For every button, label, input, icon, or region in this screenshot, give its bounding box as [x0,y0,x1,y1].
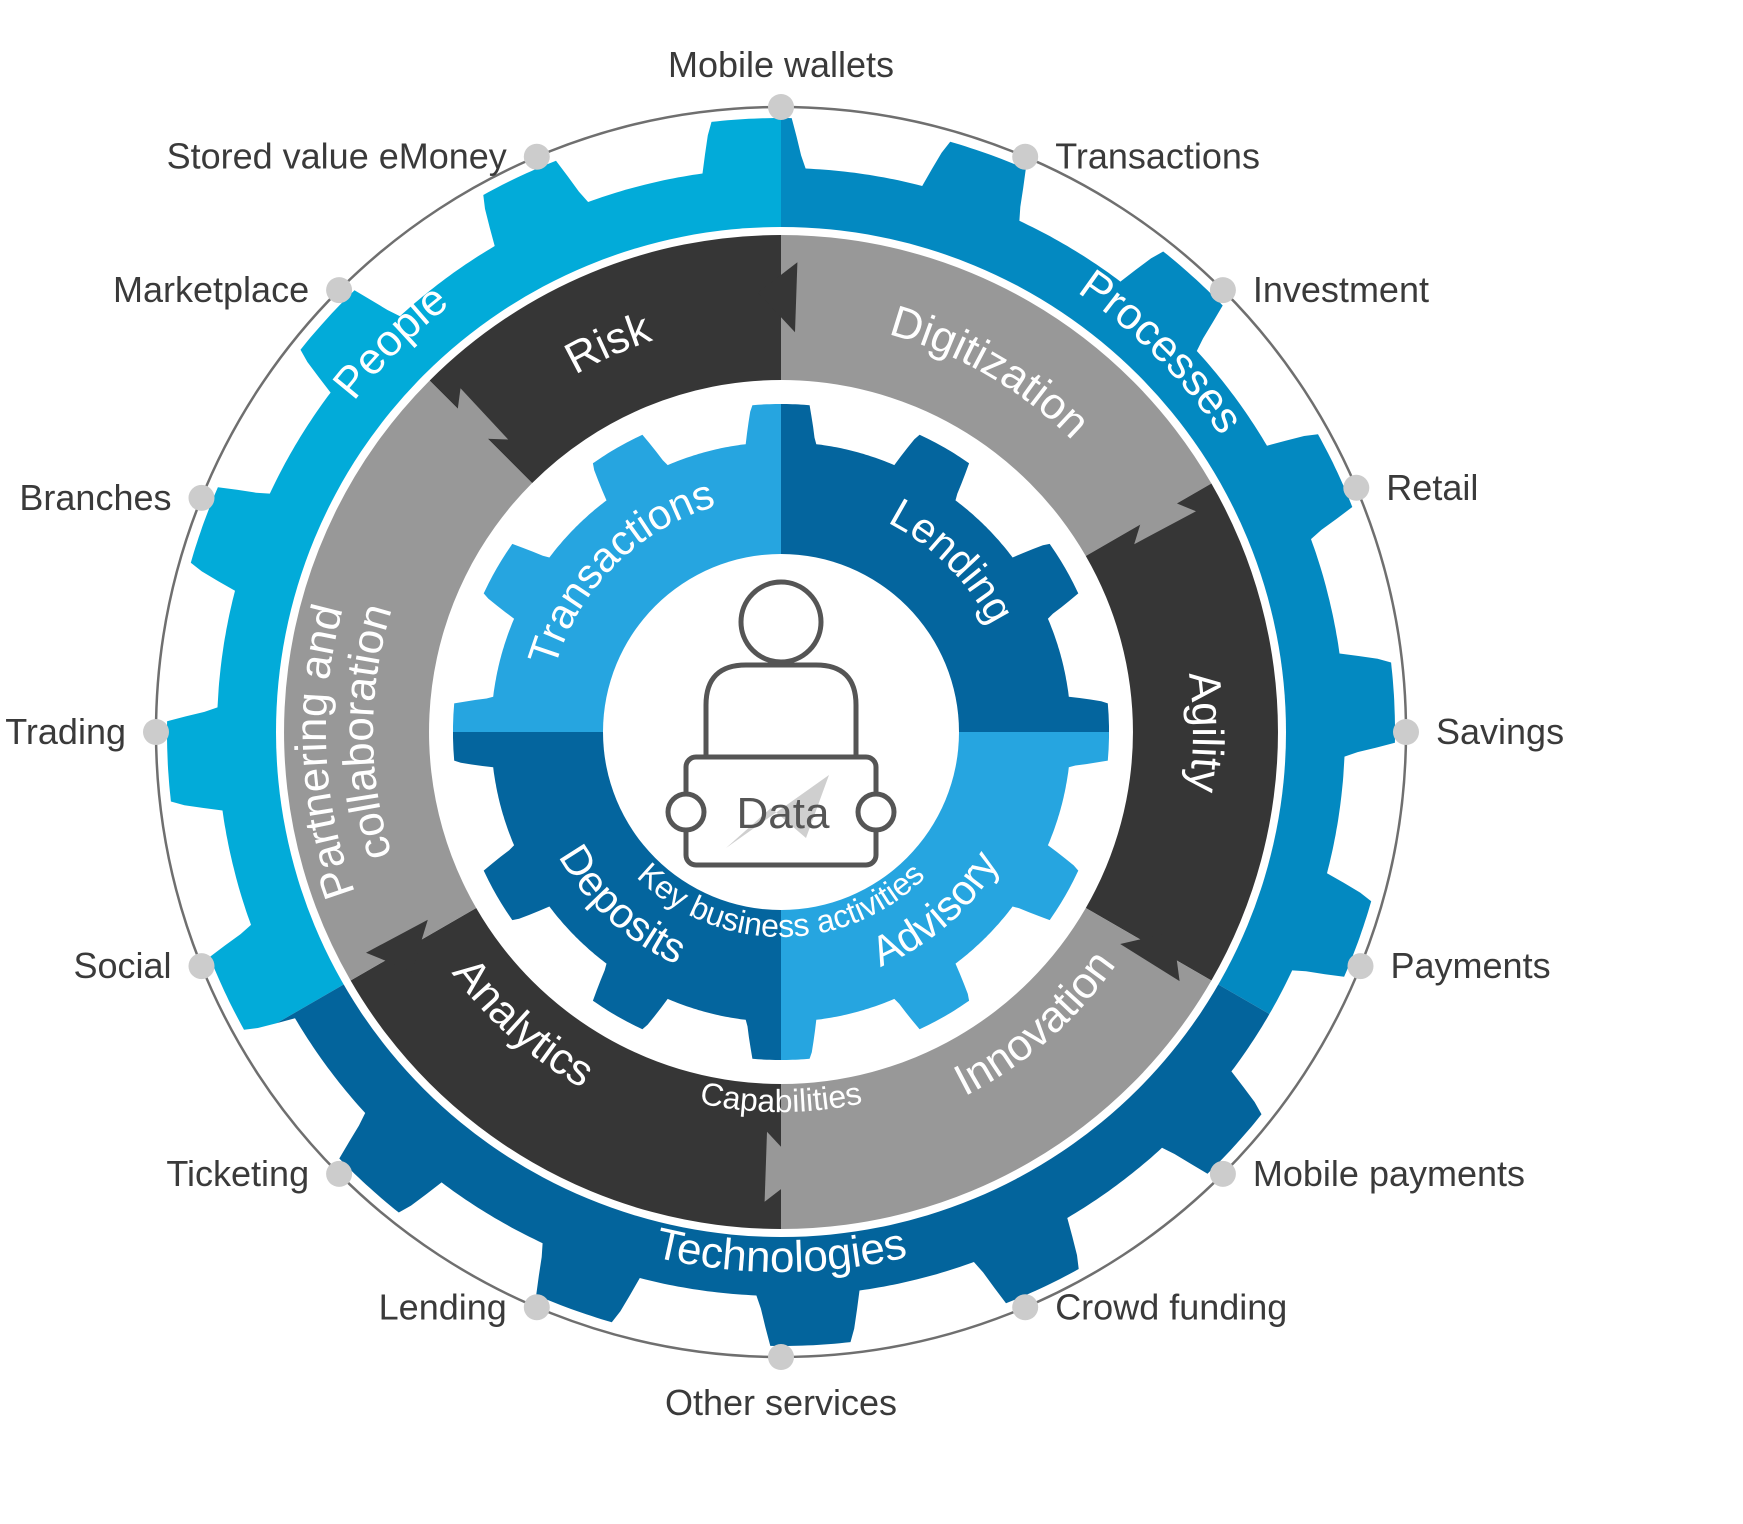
service-dot [188,484,215,511]
service-label: Marketplace [113,269,309,310]
digitization-segment [781,235,1212,556]
agility-label-path: Agility [1179,669,1232,795]
service-label: Branches [19,477,171,518]
service-label: Ticketing [166,1153,309,1194]
capability-arrow-notch [1134,492,1196,545]
service-dot [188,953,215,980]
service-label: Payments [1391,945,1551,986]
partnering-segment [284,380,533,981]
capability-arrow-notch [1120,931,1180,982]
service-dot [143,719,169,745]
service-label: Lending [379,1286,507,1327]
service-label: Stored value eMoney [167,136,507,177]
capability-arrow-notch [764,1131,804,1202]
service-dot [768,1344,794,1370]
service-label: Transactions [1055,136,1260,177]
innovation-segment [781,908,1212,1229]
service-label: Retail [1386,467,1478,508]
user-head-icon [738,579,824,665]
risk-segment [429,235,781,484]
service-label: Social [73,945,171,986]
capabilities-ring [284,235,1278,1229]
service-dot [1347,953,1374,980]
pointer-icon [726,775,829,848]
agility-segment [1085,483,1278,981]
user-shoulders-icon [703,662,859,760]
service-label: Mobile wallets [668,44,894,85]
service-label: Savings [1436,711,1564,752]
center-label: Data [737,789,830,838]
service-dot [768,94,794,120]
analytics-segment [350,908,781,1229]
service-dot [1012,1294,1039,1321]
service-dot [523,143,550,170]
capability-arrow-notch [454,388,509,440]
service-dot [1343,474,1370,501]
service-label: Crowd funding [1055,1286,1287,1327]
service-label: Investment [1253,269,1429,310]
left-hand-icon [665,791,707,833]
service-label: Mobile payments [1253,1153,1525,1194]
right-hand-icon [855,791,897,833]
capability-arrow-notch [366,919,428,972]
service-dot [523,1294,550,1321]
services-list: Mobile walletsTransactionsInvestmentReta… [5,44,1564,1423]
service-dot [1393,719,1419,745]
service-label: Trading [5,711,126,752]
service-dot [1209,1160,1236,1187]
service-label: Other services [665,1382,897,1423]
service-dot [326,1160,353,1187]
service-dot [1209,277,1236,304]
service-dot [1012,143,1039,170]
capability-arrow-notch [758,262,798,333]
user-laptop-icon [665,579,897,868]
service-dot [326,277,353,304]
agility-label: Agility [1179,669,1232,795]
